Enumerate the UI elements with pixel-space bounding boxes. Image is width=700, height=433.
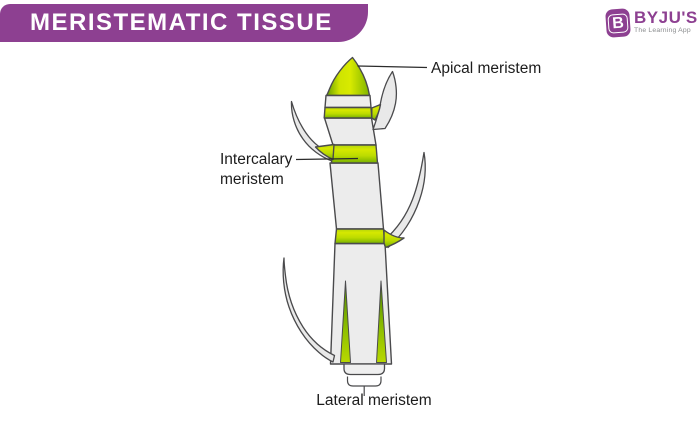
- apical-leader-line: [357, 65, 428, 69]
- bud-band-leaf-axil: [371, 103, 382, 121]
- leaf-top-right: [372, 70, 398, 131]
- intercalary-meristem-label-line1: Intercalary: [220, 151, 293, 168]
- meristem-bands: [314, 143, 405, 249]
- stem-segment-middle: [329, 162, 385, 230]
- intercalary-leader-line: [295, 157, 359, 161]
- lower-green-band: [334, 228, 386, 245]
- lateral-meristem-left-wedge: [340, 280, 351, 363]
- header-banner: MERISTEMATIC TISSUE: [0, 4, 368, 42]
- byjus-logo[interactable]: B BYJU'S The Learning App: [605, 8, 698, 38]
- byjus-wordmark: BYJU'S The Learning App: [634, 9, 698, 34]
- stem-segment-upper: [323, 117, 377, 146]
- brand-tagline: The Learning App: [634, 26, 691, 34]
- bud-green-band: [323, 106, 373, 119]
- lateral-meristem-right-wedge: [376, 280, 387, 363]
- brand-name: BYJU'S: [634, 8, 698, 27]
- page-title: MERISTEMATIC TISSUE: [30, 9, 333, 36]
- lateral-bracket: [346, 376, 382, 396]
- leaf-right: [383, 151, 426, 249]
- byjus-b-icon: B: [607, 12, 629, 34]
- byjus-badge-icon: B: [605, 8, 631, 38]
- lower-band-leaf-axil: [383, 229, 405, 249]
- apical-meristem-label: Apical meristem: [431, 60, 541, 77]
- apical-bud: [323, 56, 382, 121]
- apical-meristem-cone: [325, 56, 371, 97]
- stem-base: [340, 280, 387, 376]
- lateral-meristem-label: Lateral meristem: [316, 392, 431, 409]
- stem-base-cap: [343, 363, 386, 376]
- intercalary-meristem-label-line2: meristem: [220, 171, 284, 188]
- bud-white-band: [324, 94, 372, 109]
- intercalary-band: [330, 144, 379, 164]
- annotations: [295, 65, 428, 396]
- leaf-bottom-left: [282, 257, 336, 363]
